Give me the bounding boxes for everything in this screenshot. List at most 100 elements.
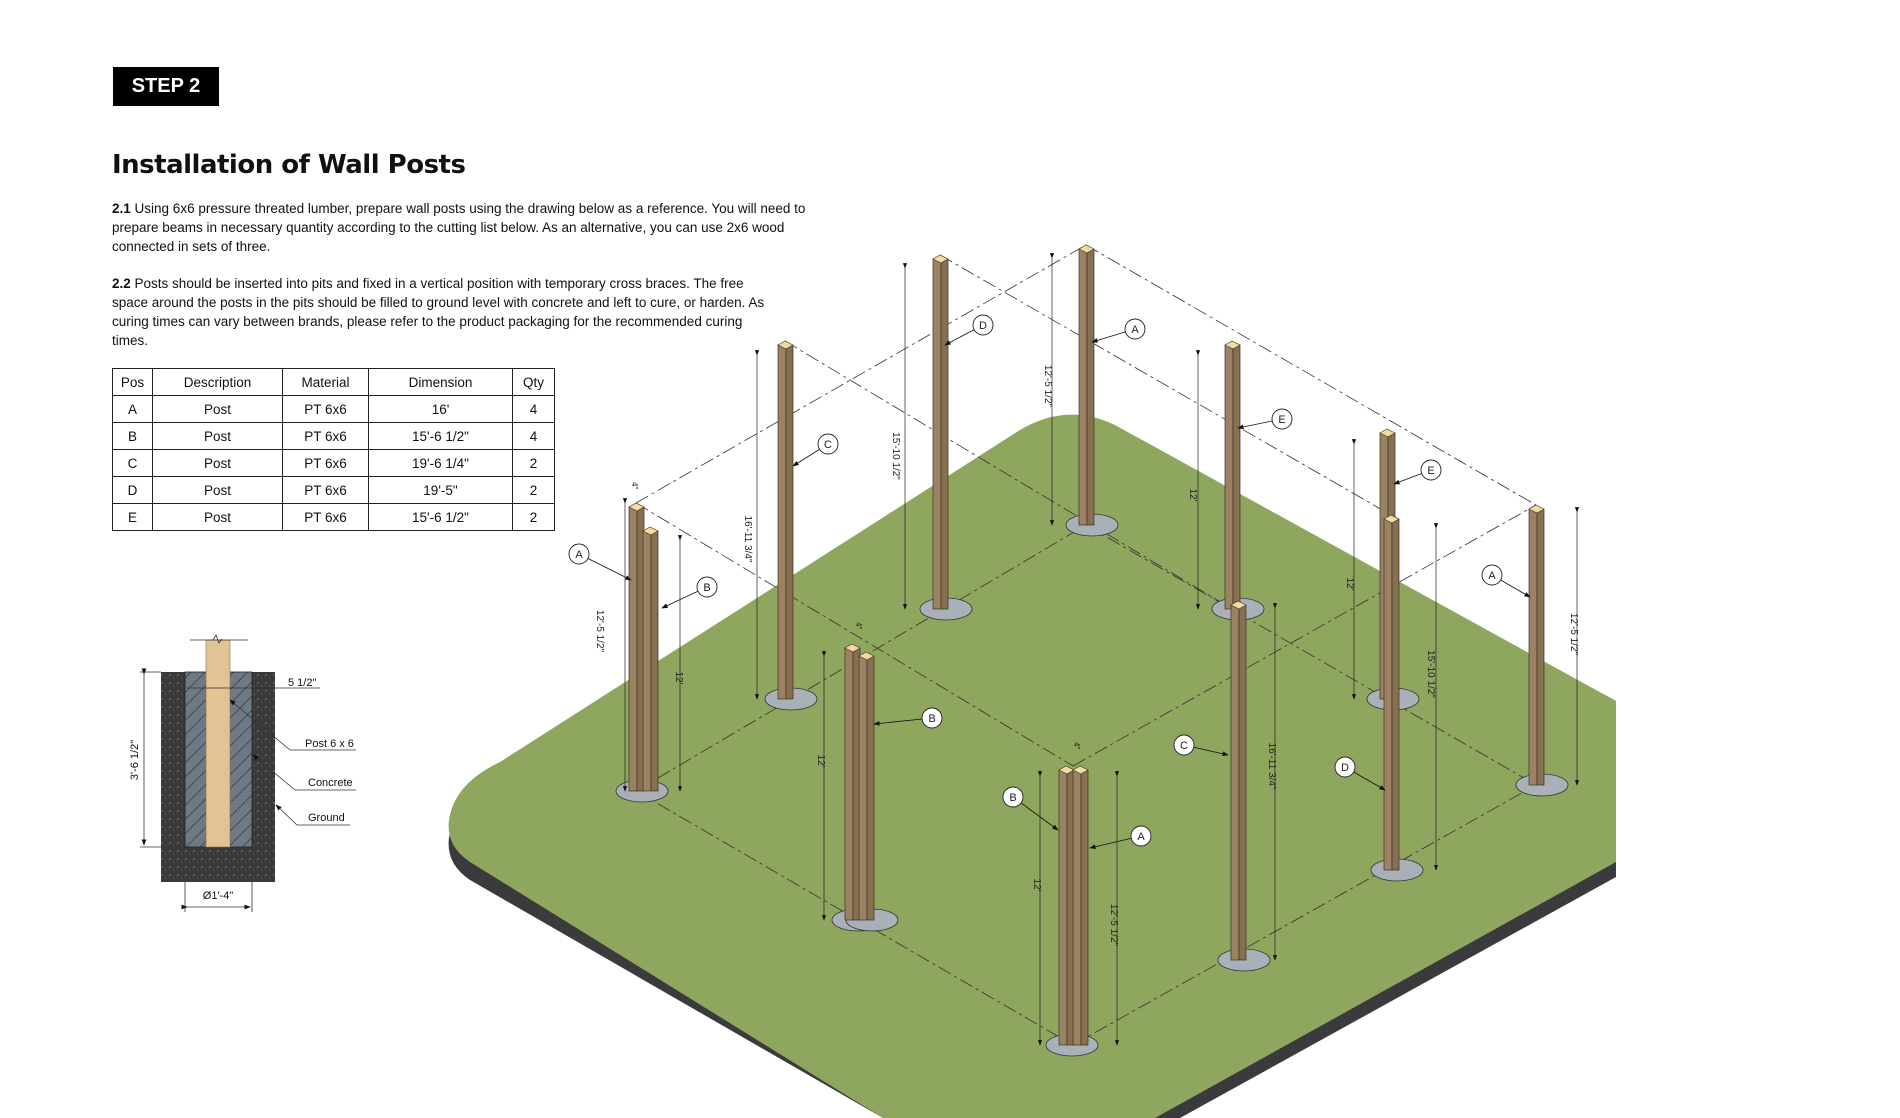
- callout-letter: B: [1009, 792, 1016, 804]
- dimension-label: 16'-11 3/4": [742, 516, 753, 563]
- diameter-label: Ø1'-4": [203, 890, 234, 902]
- header-dimension: Dimension: [368, 368, 513, 396]
- cell-dimension: 19'-6 1/4": [368, 449, 513, 477]
- cell-material: PT 6x6: [282, 503, 369, 531]
- callout-c: C: [792, 433, 839, 467]
- dimension-label: 12'-5 1/2": [1568, 613, 1579, 656]
- dashed-guide-line: [1072, 504, 1537, 767]
- post-b: [1058, 765, 1075, 1046]
- dashed-guide-line: [1085, 524, 1537, 786]
- callout-letter: C: [1180, 740, 1188, 752]
- cutting-list-table: Pos Description Material Dimension Qty A…: [112, 368, 555, 531]
- post-b: [642, 526, 659, 792]
- callout-b: B: [873, 707, 943, 729]
- post-e: [1224, 340, 1241, 610]
- table-header-row: Pos Description Material Dimension Qty: [112, 368, 555, 396]
- post-d: [1383, 514, 1400, 871]
- dimension-label: 12': [1031, 878, 1042, 891]
- header-material: Material: [282, 368, 369, 396]
- depth-label: 3'-6 1/2": [129, 740, 141, 780]
- post-a: [1528, 504, 1545, 786]
- callout-letter: D: [979, 320, 987, 332]
- paragraph-number: 2.2: [112, 276, 131, 291]
- post-c: [1230, 600, 1247, 961]
- offset-label: 4": [854, 622, 863, 629]
- offset-label: 4": [1072, 742, 1081, 749]
- dashed-guide-line: [635, 502, 1074, 767]
- dimension-label: 12': [1344, 577, 1355, 590]
- dashed-guide-line: [939, 254, 1392, 516]
- callout-d: D: [944, 314, 994, 346]
- callout-b: B: [1002, 786, 1059, 831]
- concrete-label: Concrete: [308, 777, 353, 789]
- cell-dimension: 15'-6 1/2": [368, 503, 513, 531]
- post-a: [1078, 244, 1095, 526]
- post-b: [844, 643, 861, 921]
- callout-a: A: [1091, 318, 1146, 343]
- dimension-label: 15'-10 1/2": [890, 432, 901, 480]
- callout-letter: A: [575, 549, 583, 561]
- post-footing-section-detail: 3'-6 1/2" 5 1/2" Post 6 x 6 Concrete Gro…: [129, 634, 356, 912]
- cell-material: PT 6x6: [282, 449, 369, 477]
- callout-a: A: [1481, 564, 1531, 598]
- cell-qty: 4: [512, 395, 555, 423]
- callout-letter: C: [824, 439, 832, 451]
- step-badge: STEP 2: [113, 67, 219, 106]
- cell-qty: 4: [512, 422, 555, 450]
- cell-description: Post: [152, 395, 283, 423]
- cell-pos: E: [112, 503, 153, 531]
- paragraph-text: Using 6x6 pressure threated lumber, prep…: [112, 201, 806, 254]
- cell-qty: 2: [512, 503, 555, 531]
- dashed-guide-line: [1072, 784, 1537, 1046]
- post-6x6: [205, 639, 231, 848]
- isometric-ground-plate: [448, 414, 1617, 1118]
- dimension-labels: 12'-5 1/2" 12' 16'-11 3/4" 15'-10 1/2" 12'-5…: [594, 253, 1580, 1046]
- post-d: [932, 254, 949, 610]
- cell-pos: D: [112, 476, 153, 504]
- cell-description: Post: [152, 422, 283, 450]
- paragraph-2-2: 2.2 Posts should be inserted into pits a…: [112, 274, 772, 350]
- dimension-label: 12': [1187, 488, 1198, 501]
- dimension-label: 16'-11 3/4": [1266, 743, 1277, 790]
- callout-letter: E: [1278, 414, 1285, 426]
- callout-letter: A: [1488, 570, 1496, 582]
- callout-letter: B: [928, 713, 935, 725]
- cell-material: PT 6x6: [282, 422, 369, 450]
- post-label: Post 6 x 6: [305, 738, 354, 750]
- dashed-guide-line: [1085, 244, 1537, 506]
- cell-pos: B: [112, 422, 153, 450]
- cell-qty: 2: [512, 449, 555, 477]
- grass-surface: [448, 414, 1617, 1118]
- callout-letter: B: [703, 582, 710, 594]
- callout-c: C: [1173, 734, 1229, 757]
- post-a: [1072, 765, 1089, 1046]
- callout-b: B: [661, 576, 718, 609]
- callout-e: E: [1237, 408, 1293, 430]
- post-b: [858, 651, 875, 921]
- dimension-label: 15'-10 1/2": [1425, 650, 1436, 698]
- callout-d: D: [1334, 756, 1386, 791]
- dimension-label: 12': [815, 754, 826, 767]
- dimension-label: 12': [673, 671, 684, 684]
- dimension-label: 12'-5 1/2": [1042, 365, 1053, 408]
- callout-letter: D: [1341, 762, 1349, 774]
- dimension-label: 12'-5 1/2": [594, 610, 605, 653]
- callout-letter: A: [1131, 324, 1139, 336]
- cell-description: Post: [152, 449, 283, 477]
- callout-letter: E: [1427, 465, 1434, 477]
- paragraph-text: Posts should be inserted into pits and f…: [112, 276, 765, 348]
- post-a: [628, 502, 645, 792]
- width-label: 5 1/2": [288, 677, 316, 689]
- dashed-guide-line: [784, 340, 1233, 610]
- page-title: Installation of Wall Posts: [112, 150, 466, 180]
- paragraph-2-1: 2.1 Using 6x6 pressure threated lumber, …: [112, 199, 812, 256]
- header-pos: Pos: [112, 368, 153, 396]
- offset-label: 4": [630, 482, 639, 489]
- dimension-label: 12'-5 1/2": [1108, 904, 1119, 947]
- posts: [615, 244, 1569, 1057]
